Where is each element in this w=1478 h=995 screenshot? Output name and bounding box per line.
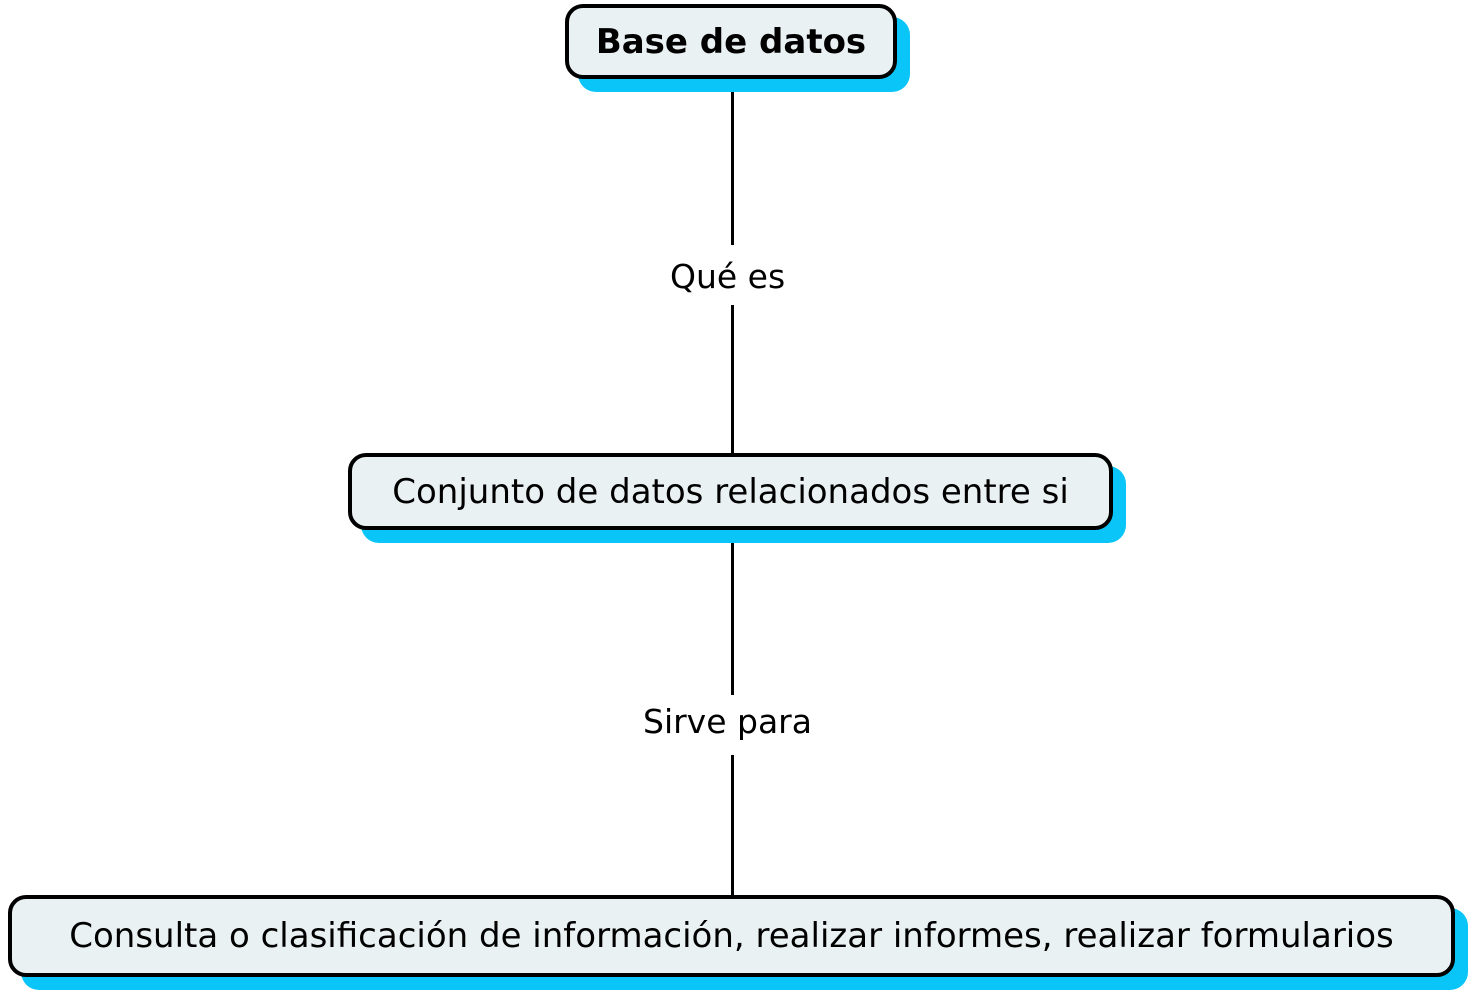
connector-definition-to-purpose-upper xyxy=(731,543,734,695)
node-conjunto-de-datos-relacionados[interactable]: Conjunto de datos relacionados entre si xyxy=(348,453,1113,530)
node-consulta-clasificacion-informes-formularios[interactable]: Consulta o clasificación de información,… xyxy=(8,895,1455,977)
edge-label-sirve-para: Sirve para xyxy=(633,703,822,741)
connector-definition-to-purpose-lower xyxy=(731,755,734,895)
node-base-de-datos[interactable]: Base de datos xyxy=(565,4,897,79)
connector-root-to-definition-lower xyxy=(731,305,734,453)
connector-root-to-definition-upper xyxy=(731,92,734,245)
edge-label-que-es: Qué es xyxy=(660,258,796,296)
